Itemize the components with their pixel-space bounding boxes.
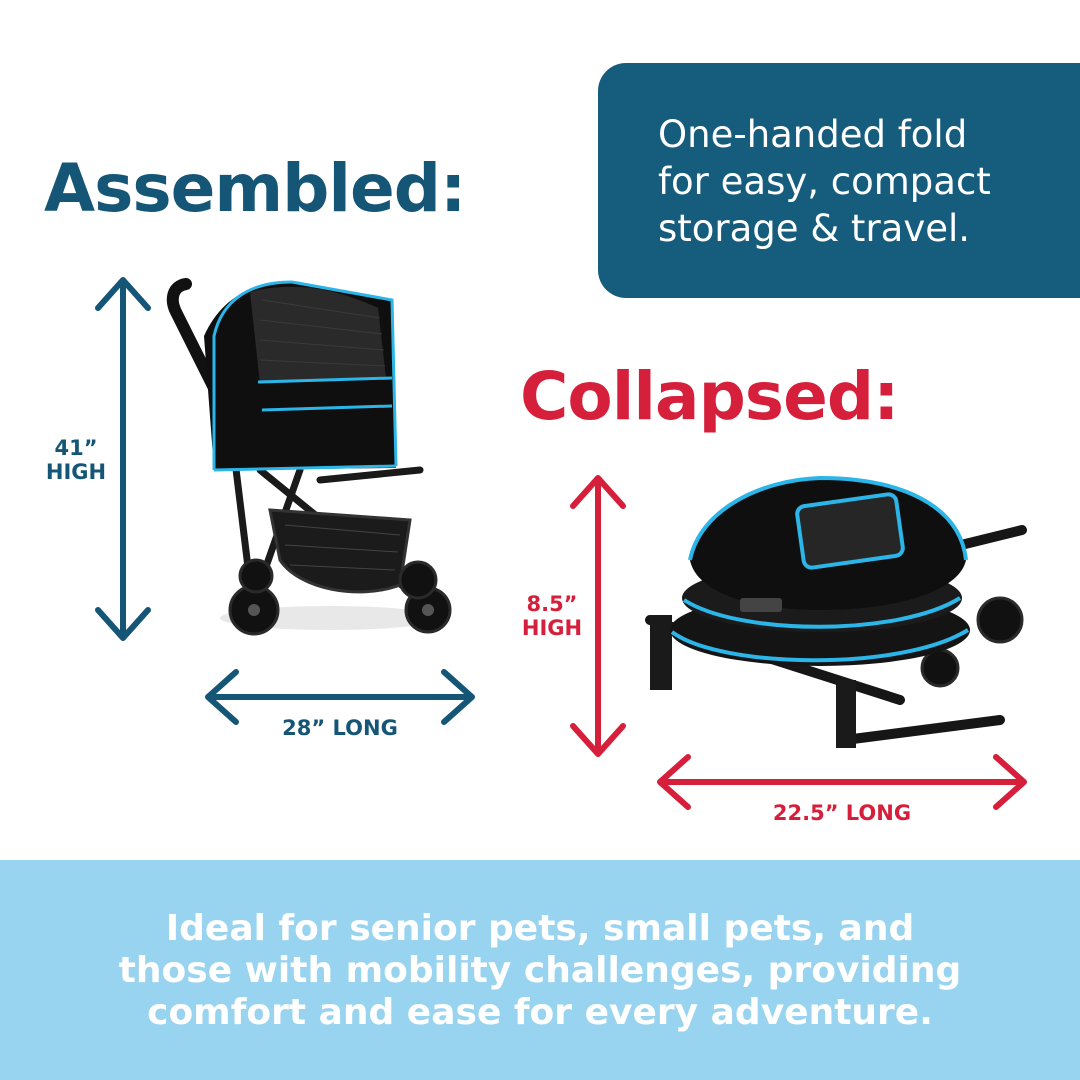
assembled-length-label: 28” LONG — [282, 716, 398, 740]
assembled-heading: Assembled: — [44, 150, 466, 227]
bottom-banner: Ideal for senior pets, small pets, and t… — [0, 860, 1080, 1080]
assembled-height-label: 41” HIGH — [36, 436, 116, 484]
banner-line-3: comfort and ease for every adventure. — [147, 992, 933, 1033]
fold-callout-box: One-handed fold for easy, compact storag… — [598, 63, 1080, 298]
banner-text: Ideal for senior pets, small pets, and t… — [0, 908, 1080, 1034]
assembled-height-value: 41” — [54, 436, 98, 460]
callout-line-2: for easy, compact — [658, 160, 991, 203]
banner-line-2: those with mobility challenges, providin… — [118, 950, 962, 991]
banner-line-1: Ideal for senior pets, small pets, and — [165, 908, 915, 949]
callout-line-1: One-handed fold — [658, 113, 968, 156]
collapsed-height-value: 8.5” — [526, 592, 578, 616]
fold-callout-text: One-handed fold for easy, compact storag… — [658, 111, 991, 252]
collapsed-length-label: 22.5” LONG — [772, 801, 912, 825]
collapsed-height-label: 8.5” HIGH — [512, 592, 592, 640]
collapsed-heading: Collapsed: — [520, 358, 899, 435]
callout-line-3: storage & travel. — [658, 207, 971, 250]
collapsed-height-unit: HIGH — [521, 616, 583, 640]
assembled-height-unit: HIGH — [45, 460, 107, 484]
